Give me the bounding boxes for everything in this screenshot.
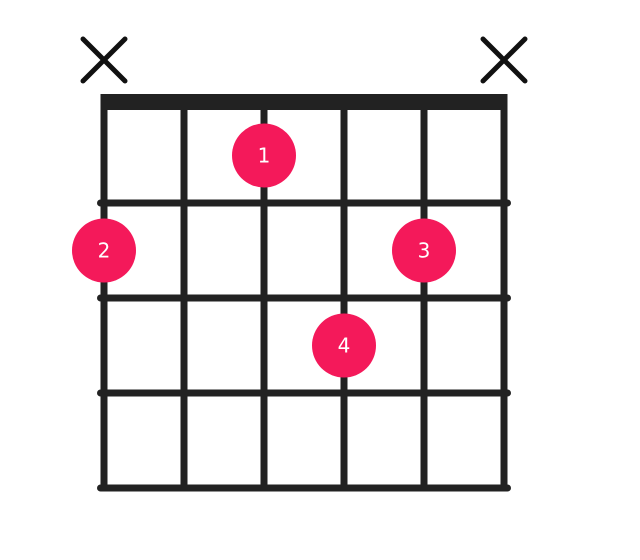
finger-number: 3 — [418, 239, 431, 263]
finger-markers: 1 2 3 4 — [72, 123, 456, 378]
finger-number: 4 — [338, 334, 351, 358]
muted-string-x-icon — [80, 36, 128, 84]
muted-string-x-icon — [480, 36, 528, 84]
finger-number: 1 — [258, 144, 271, 168]
finger-dot — [392, 218, 456, 283]
finger-marker: 3 — [392, 218, 456, 283]
finger-marker: 4 — [312, 313, 376, 378]
finger-marker: 1 — [232, 123, 296, 188]
nut-bar — [100, 94, 508, 110]
muted-string-markers — [80, 36, 528, 84]
x-stroke — [480, 36, 528, 84]
nut — [100, 94, 508, 110]
finger-number: 2 — [98, 239, 111, 263]
x-stroke — [80, 36, 128, 84]
fret-lines — [97, 199, 511, 492]
finger-dot — [232, 123, 296, 188]
finger-dot — [312, 313, 376, 378]
finger-marker: 2 — [72, 218, 136, 283]
finger-dot — [72, 218, 136, 283]
